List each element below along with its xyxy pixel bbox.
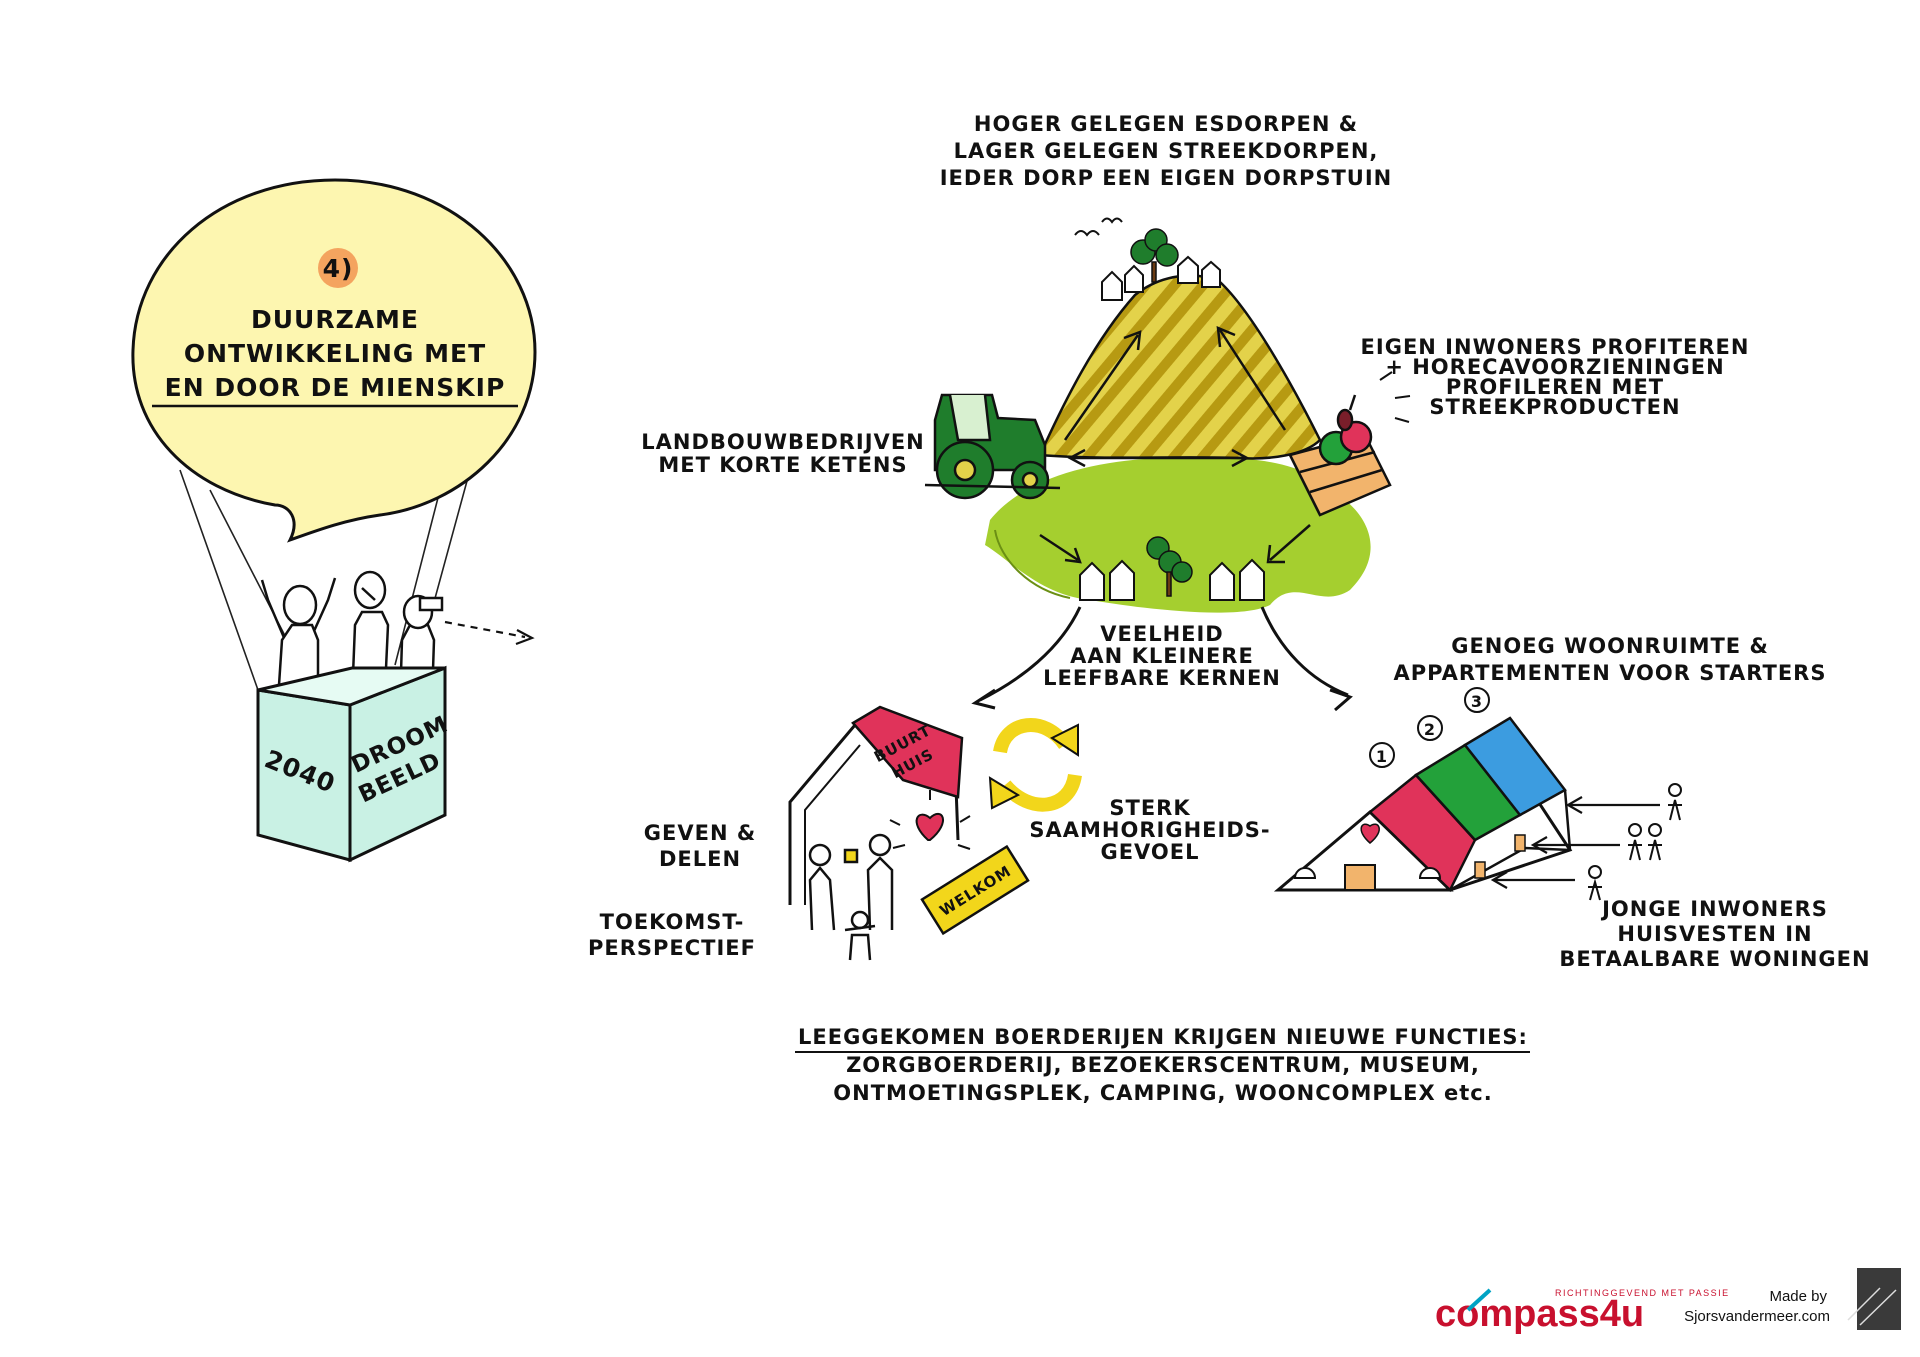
balloon-title-line-2: ONTWIKKELING MET <box>184 339 486 368</box>
buurthuis-roof <box>851 705 964 799</box>
young-residents-icons <box>1588 783 1682 901</box>
balloon-title-line-3: EN DOOR DE MIENSKIP <box>165 373 506 402</box>
label-housing-line-2: APPARTEMENTEN VOOR STARTERS <box>1394 661 1827 685</box>
label-housing: GENOEG WOONRUIMTE & APPARTEMENTEN VOOR S… <box>1394 634 1827 685</box>
label-variety-line-2: AAN KLEINERE <box>1070 644 1254 668</box>
telescope-arrow <box>444 620 526 639</box>
label-variety-line-1: VEELHEID <box>1100 622 1224 646</box>
label-hill-top-line-2: LAGER GELEGEN STREEKDORPEN, <box>954 139 1379 163</box>
label-farms-line-1: LANDBOUWBEDRIJVEN <box>641 430 924 454</box>
label-future-line-1: TOEKOMST- <box>600 910 745 934</box>
balloon-number: 4) <box>323 254 354 283</box>
label-farms: LANDBOUWBEDRIJVEN MET KORTE KETENS <box>641 430 924 477</box>
label-hill-top-line-3: IEDER DORP EEN EIGEN DORPSTUIN <box>940 166 1393 190</box>
label-young: JONGE INWONERS HUISVESTEN IN BETAALBARE … <box>1559 897 1870 971</box>
label-farms-line-2: MET KORTE KETENS <box>658 453 907 477</box>
village-trees <box>1146 536 1193 597</box>
label-cohesion-line-3: GEVOEL <box>1100 840 1199 864</box>
village-houses <box>1079 558 1265 601</box>
label-variety: VEELHEID AAN KLEINERE LEEFBARE KERNEN <box>1043 622 1281 690</box>
label-cohesion: STERK SAAMHORIGHEIDS- GEVOEL <box>1029 796 1270 864</box>
label-farms-new-line-1: LEEGGEKOMEN BOERDERIJEN KRIJGEN NIEUWE F… <box>798 1025 1528 1049</box>
label-hill-top: HOGER GELEGEN ESDORPEN & LAGER GELEGEN S… <box>940 112 1393 190</box>
yellow-hill <box>1038 274 1322 460</box>
apartment-number-2: 2 <box>1424 720 1436 739</box>
balloon-envelope <box>131 178 537 543</box>
number-badge <box>318 248 358 288</box>
label-young-line-3: BETAALBARE WONINGEN <box>1559 947 1870 971</box>
arrow-to-buurthuis <box>979 606 1082 702</box>
label-cohesion-line-2: SAAMHORIGHEIDS- <box>1029 818 1270 842</box>
label-farms-new: LEEGGEKOMEN BOERDERIJEN KRIJGEN NIEUWE F… <box>795 1025 1530 1105</box>
apartment-door <box>1344 864 1376 891</box>
label-residents-line-2: + HORECAVOORZIENINGEN <box>1385 355 1724 379</box>
compass4u-logo: RICHTINGGEVEND MET PASSIE compass4u <box>1435 1288 1730 1335</box>
apartment-number-3: 3 <box>1471 692 1483 711</box>
hill-arrow-left <box>1063 334 1140 441</box>
label-farms-new-line-2: ZORGBOERDERIJ, BEZOEKERSCENTRUM, MUSEUM, <box>846 1053 1480 1077</box>
label-give: GEVEN & DELEN <box>644 821 756 871</box>
tractor-icon <box>924 393 1061 500</box>
made-by-text: Made by <box>1769 1288 1827 1305</box>
hill-arrow-right <box>1218 329 1287 431</box>
buurthuis-illustration: BUURT HUIS WELKOM <box>788 705 1082 961</box>
label-hill-top-line-1: HOGER GELEGEN ESDORPEN & <box>974 112 1358 136</box>
label-young-line-2: HUISVESTEN IN <box>1617 922 1812 946</box>
balloon-title-line-1: DUURZAME <box>251 305 419 334</box>
label-give-line-2: DELEN <box>659 847 741 871</box>
label-farms-new-line-3: ONTMOETINGSPLEK, CAMPING, WOONCOMPLEX et… <box>833 1081 1492 1105</box>
label-cohesion-line-1: STERK <box>1109 796 1190 820</box>
heart-icon <box>915 812 944 841</box>
hilltop-houses <box>1101 255 1221 301</box>
label-young-line-1: JONGE INWONERS <box>1600 897 1828 921</box>
landscape-hill <box>924 217 1411 613</box>
apartment-number-1: 1 <box>1376 747 1388 766</box>
apartment-building: 1 2 3 <box>1273 687 1682 901</box>
label-residents: EIGEN INWONERS PROFITEREN + HORECAVOORZI… <box>1361 335 1750 419</box>
arrow-to-apartments <box>1260 606 1349 697</box>
sjors-logo-mark <box>1857 1268 1901 1330</box>
label-residents-line-3: PROFILEREN MET <box>1446 375 1664 399</box>
buurthuis-people <box>808 833 894 961</box>
label-future-line-2: PERSPECTIEF <box>588 936 756 960</box>
welcome-mat <box>920 844 1030 936</box>
hilltop-trees <box>1130 228 1179 283</box>
birds-icon <box>1074 217 1123 237</box>
label-housing-line-1: GENOEG WOONRUIMTE & <box>1451 634 1769 658</box>
balloon-passengers <box>260 570 444 706</box>
produce-crate-icon <box>1288 394 1392 517</box>
label-residents-line-1: EIGEN INWONERS PROFITEREN <box>1361 335 1750 359</box>
sjors-logo: Made by Sjorsvandermeer.com <box>1684 1268 1901 1330</box>
compass-name: compass4u <box>1435 1293 1644 1335</box>
compass-tagline: RICHTINGGEVEND MET PASSIE <box>1555 1288 1730 1298</box>
label-give-line-1: GEVEN & <box>644 821 756 845</box>
label-residents-line-4: STREEKPRODUCTEN <box>1429 395 1680 419</box>
website-text: Sjorsvandermeer.com <box>1684 1308 1830 1325</box>
hot-air-balloon: 4) DUURZAME ONTWIKKELING MET EN DOOR DE … <box>131 178 537 863</box>
apartment-heart-icon <box>1360 823 1380 844</box>
label-future: TOEKOMST- PERSPECTIEF <box>588 910 756 960</box>
label-variety-line-3: LEEFBARE KERNEN <box>1043 666 1281 690</box>
